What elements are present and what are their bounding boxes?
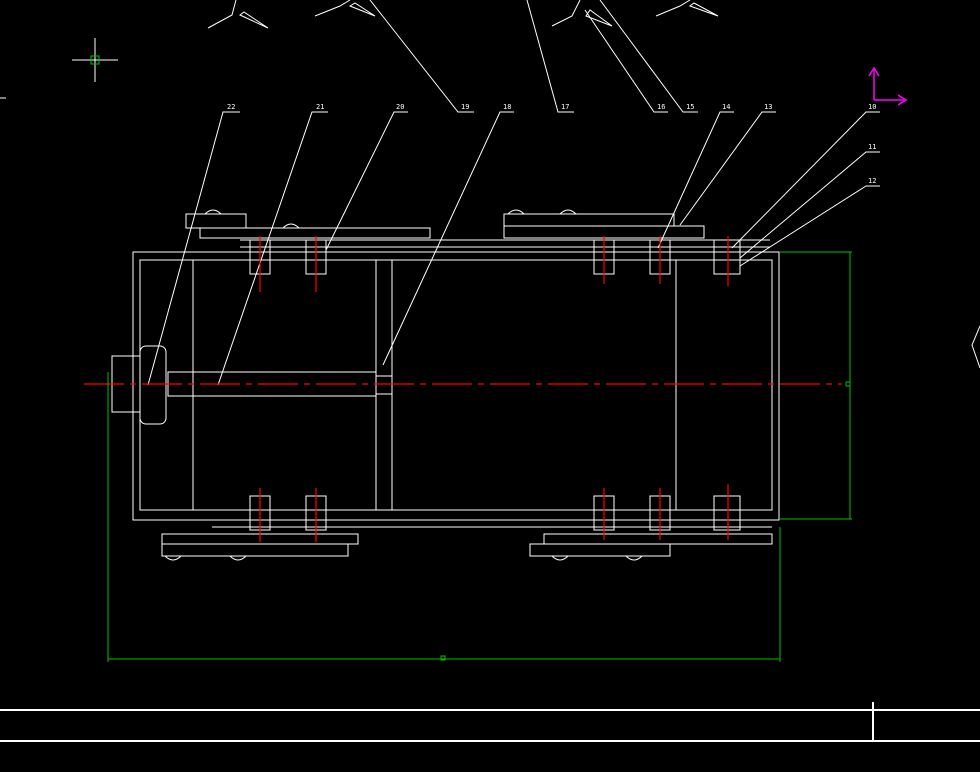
main-frame-outer: [132, 251, 780, 521]
top-left-plate: [199, 227, 431, 239]
balloon-label: 10: [868, 103, 876, 111]
balloon-label: 16: [657, 103, 665, 111]
bottom-left-block: [161, 543, 349, 557]
balloon-labels: 22 21 20 19 18 17 16 15 14 13 10 11 12: [227, 103, 876, 185]
leader-lines: [147, 0, 880, 386]
bottom-bumps: [164, 555, 643, 561]
offscreen-fragment: [971, 325, 980, 369]
command-line-top-border: [0, 709, 980, 711]
balloon-label: 18: [503, 103, 511, 111]
bottom-right-plate: [543, 533, 773, 545]
top-bumps: [204, 209, 577, 229]
balloon-label: 22: [227, 103, 235, 111]
end-cap: [139, 345, 167, 425]
command-line-divider: [0, 740, 980, 742]
balloon-label: 19: [461, 103, 469, 111]
command-line-area[interactable]: [0, 706, 980, 772]
star-wheel-1: [207, 0, 269, 29]
ucs-axis-icon: [868, 66, 908, 106]
main-frame-inner: [139, 259, 773, 511]
star-wheel-4: [655, 0, 719, 17]
bolt-groups-bottom: [249, 495, 741, 531]
command-line-separator: [872, 702, 874, 740]
bottom-right-block: [529, 543, 671, 557]
top-right-block: [503, 213, 675, 227]
balloon-label: 15: [686, 103, 694, 111]
balloon-label: 21: [316, 103, 324, 111]
balloon-label: 20: [396, 103, 404, 111]
centerlines: [84, 236, 842, 542]
balloon-label: 13: [764, 103, 772, 111]
star-wheel-3: [551, 0, 613, 27]
balloon-label: 11: [868, 143, 876, 151]
top-left-block: [185, 213, 247, 229]
balloon-label: 12: [868, 177, 876, 185]
crosshair-cursor-icon[interactable]: [72, 38, 118, 82]
bolt-groups-top: [249, 239, 741, 275]
shaft-collar: [375, 375, 393, 395]
balloon-label: 17: [561, 103, 569, 111]
balloon-label: 14: [722, 103, 730, 111]
dimension-lines: [107, 251, 852, 662]
star-wheel-2: [314, 0, 376, 17]
